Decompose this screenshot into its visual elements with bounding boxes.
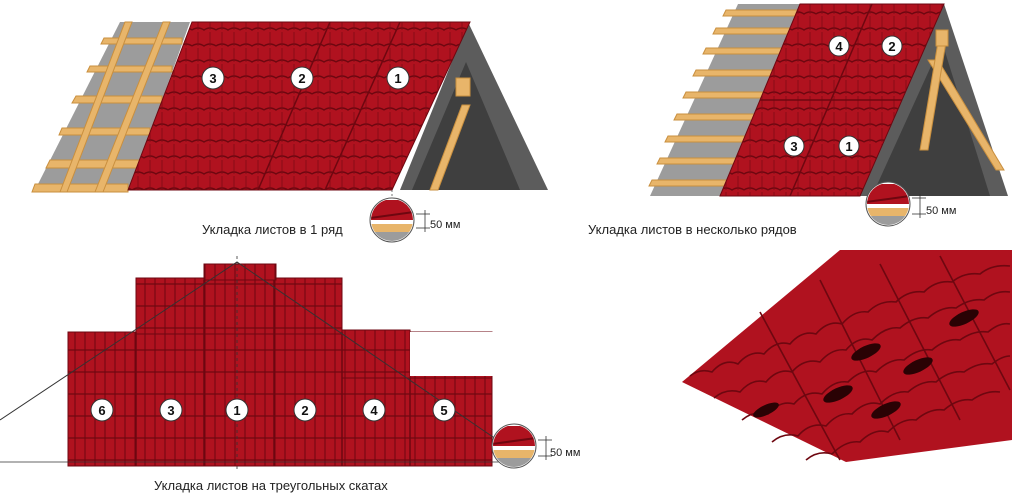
ridge-beam <box>455 77 471 97</box>
tile-sheets-right <box>341 329 411 379</box>
sheet-number: 4 <box>370 403 378 418</box>
sheet-number-badge: 4 <box>362 398 386 422</box>
sheet-number: 6 <box>98 403 105 418</box>
sheet-number: 5 <box>440 403 447 418</box>
sheet-number-badge: 2 <box>290 66 314 90</box>
zoom-circle-overhang: 50 мм <box>491 423 580 469</box>
gable-inner <box>412 62 520 190</box>
footprint-marks <box>753 309 979 419</box>
panel-walking-detail <box>682 250 1012 462</box>
empty-area <box>410 332 494 376</box>
caption-several-rows: Укладка листов в несколько рядов <box>588 222 797 237</box>
zoom-circle-overhang: 50 мм <box>369 190 460 243</box>
sheet-number-badge: 1 <box>225 398 249 422</box>
sheet-number: 1 <box>845 139 852 154</box>
panel-one-row: 3 2 1 50 мм <box>31 21 548 243</box>
sheet-number: 3 <box>790 139 797 154</box>
sheet-number: 1 <box>233 403 240 418</box>
sheet-number-badge: 4 <box>828 35 850 57</box>
caption-one-row: Укладка листов в 1 ряд <box>202 222 343 237</box>
panel-several-rows: 4 2 3 1 50 мм <box>648 3 1008 227</box>
sheet-number: 4 <box>835 39 843 54</box>
panel-triangular: 6 3 1 2 4 5 <box>0 256 580 470</box>
sheet-number-badge: 3 <box>159 398 183 422</box>
gable-rafter <box>429 104 471 191</box>
overhang-label: 50 мм <box>550 447 580 459</box>
overhang-label: 50 мм <box>430 219 460 231</box>
sheet-number: 2 <box>298 71 305 86</box>
tile-sheets <box>127 21 471 191</box>
sheet-number: 2 <box>301 403 308 418</box>
sheet-seam <box>257 21 331 191</box>
sheet-number-badge: 2 <box>293 398 317 422</box>
zoom-circle-overhang: 50 мм <box>865 181 956 227</box>
gable-timbers <box>919 29 1005 171</box>
sheet-number-badge: 2 <box>881 35 903 57</box>
sheet-number: 1 <box>394 71 401 86</box>
sheet-seam <box>324 21 401 191</box>
sheet-number: 3 <box>209 71 216 86</box>
tile-sheets-upper <box>135 277 343 335</box>
sheet-number-badge: 1 <box>386 66 410 90</box>
sheet-number-badge: 6 <box>90 398 114 422</box>
sheet-number-badge: 5 <box>432 398 456 422</box>
caption-triangular: Укладка листов на треугольных скатах <box>154 478 388 493</box>
rafters <box>59 21 171 193</box>
tile-sheets-right-low <box>409 377 493 467</box>
sheet-number: 2 <box>888 39 895 54</box>
tile-surface <box>682 250 1012 462</box>
sheet-number-badge: 1 <box>838 135 860 157</box>
tile-sheets-top <box>203 263 277 281</box>
sheet-number-badge: 3 <box>201 66 225 90</box>
sheet-seams <box>135 280 411 466</box>
overhang-label: 50 мм <box>926 205 956 217</box>
sheet-number: 3 <box>167 403 174 418</box>
sheet-number-badge: 3 <box>783 135 805 157</box>
tile-waves <box>689 255 1011 461</box>
